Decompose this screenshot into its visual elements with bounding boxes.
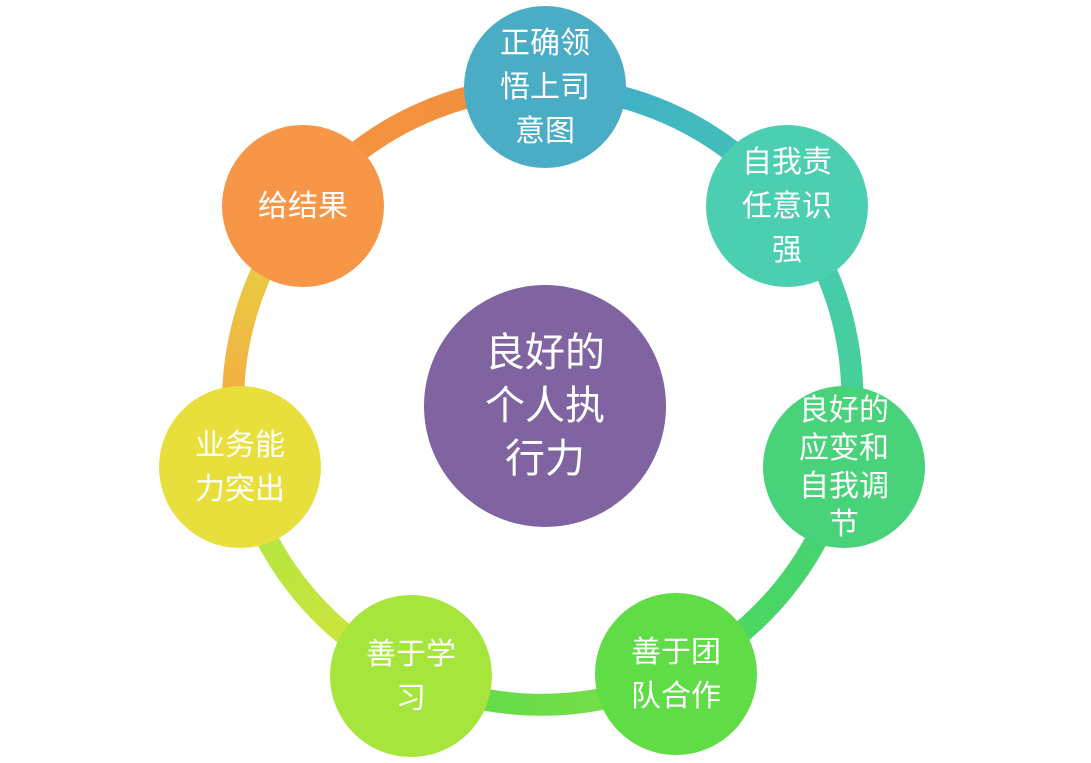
node-circle <box>464 6 626 168</box>
center-node: 良好的个人执行力 <box>424 285 666 527</box>
node-label: 良好的应变和自我调节 <box>799 393 889 542</box>
node-circle <box>330 595 492 757</box>
cycle-node: 善于团队合作 <box>595 593 757 755</box>
node-label: 自我责任意识强 <box>742 145 832 268</box>
node-circle <box>706 125 868 287</box>
cycle-node: 正确领悟上司意图 <box>464 6 626 168</box>
node-label: 正确领悟上司意图 <box>500 26 590 149</box>
cycle-node: 自我责任意识强 <box>706 125 868 287</box>
node-label: 给结果 <box>258 189 348 224</box>
node-circle <box>763 386 925 548</box>
cycle-node: 给结果 <box>222 125 384 287</box>
node-label: 善于团队合作 <box>631 635 721 714</box>
node-circle <box>222 125 384 287</box>
cycle-node: 善于学习 <box>330 595 492 757</box>
cycle-node: 业务能力突出 <box>159 386 321 548</box>
center-circle <box>424 285 666 527</box>
node-label: 善于学习 <box>366 637 456 716</box>
node-circle <box>595 593 757 755</box>
cycle-node: 良好的应变和自我调节 <box>763 386 925 548</box>
node-label: 业务能力突出 <box>195 428 285 507</box>
node-circle <box>159 386 321 548</box>
center-label: 良好的个人执行力 <box>485 330 605 482</box>
